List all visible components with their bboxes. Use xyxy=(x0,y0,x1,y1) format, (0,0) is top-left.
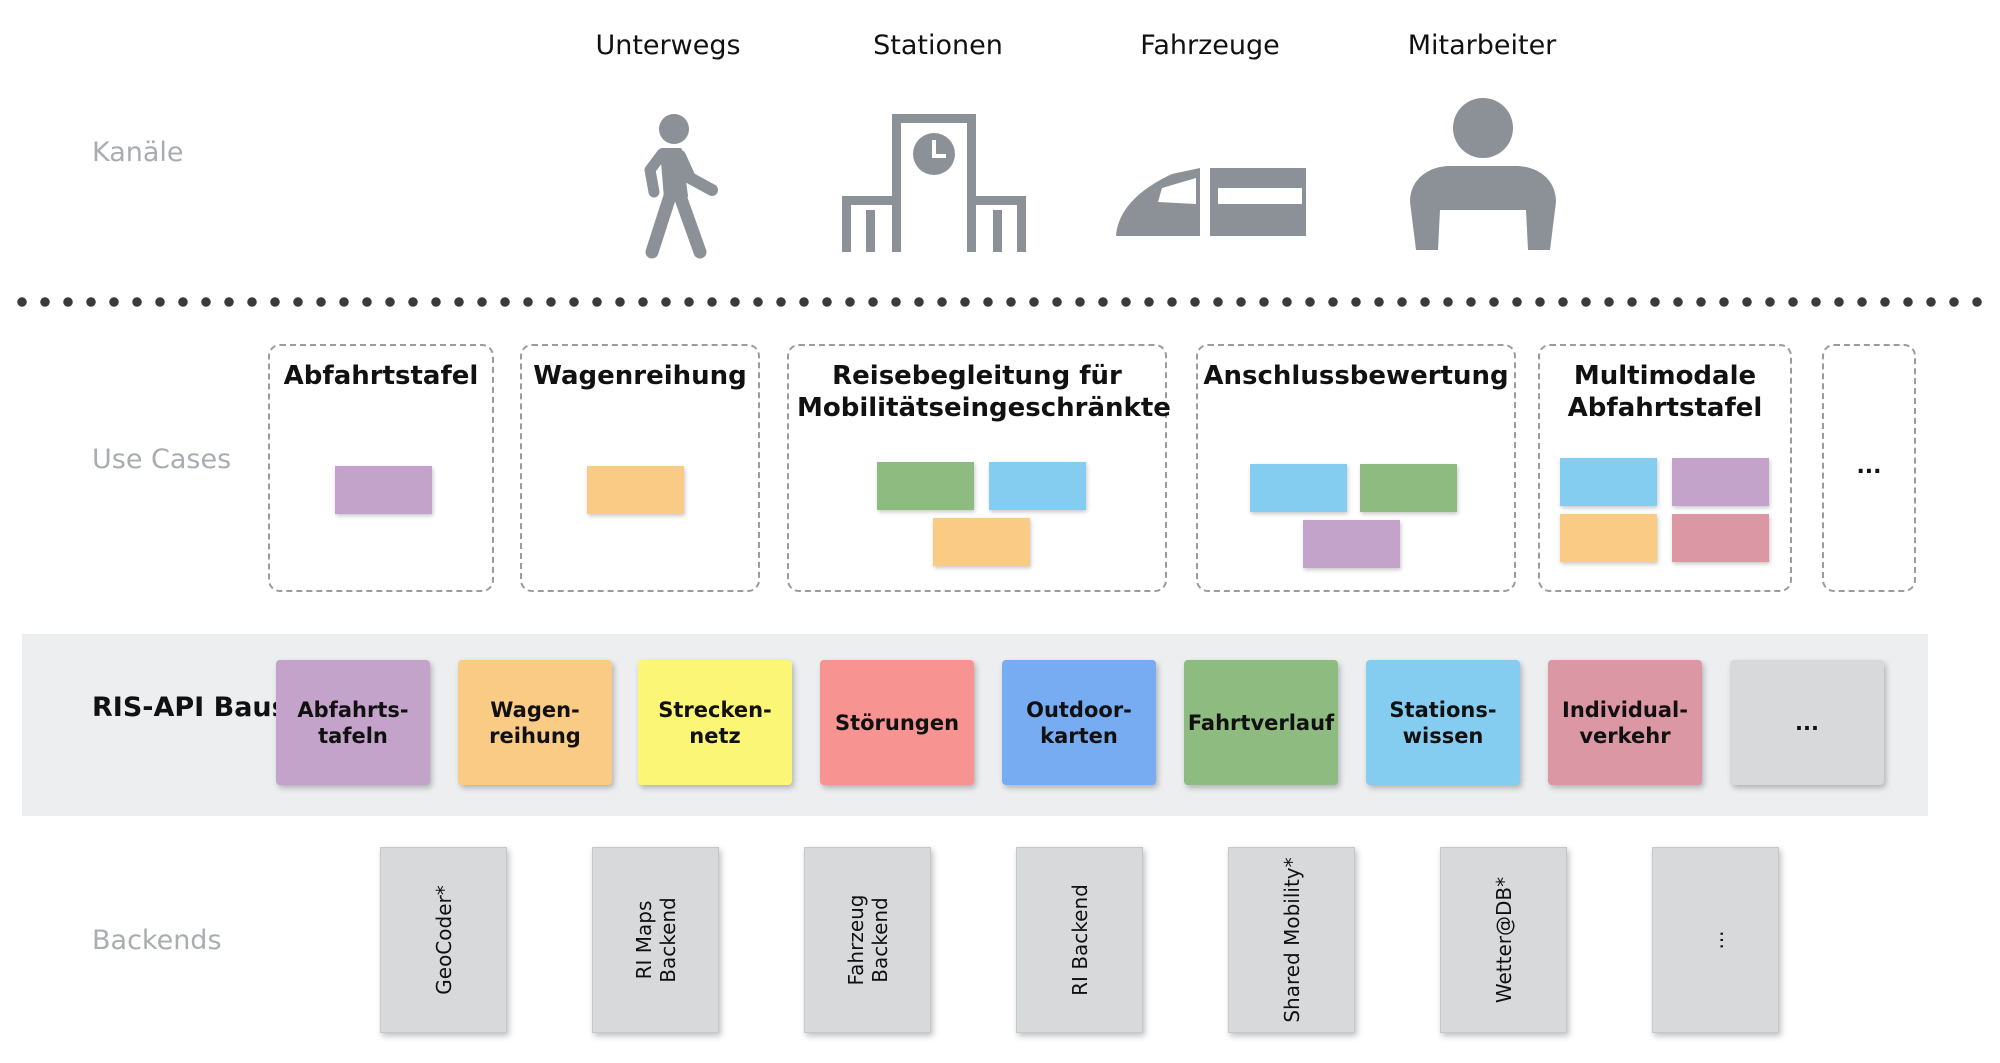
sticky-note xyxy=(1360,464,1457,512)
sticky-note xyxy=(1672,458,1769,506)
channel-label: Unterwegs xyxy=(595,30,741,61)
backend-card[interactable]: GeoCoder* xyxy=(380,847,507,1033)
api-block[interactable]: Fahrtverlauf xyxy=(1184,660,1338,785)
api-block[interactable]: Wagen- reihung xyxy=(458,660,612,785)
api-block-label: Strecken- netz xyxy=(658,697,772,748)
api-block-label: Abfahrts- tafeln xyxy=(297,697,409,748)
row-label-backends: Backends xyxy=(92,925,222,956)
backend-label: ... xyxy=(1703,930,1728,950)
sticky-note xyxy=(989,462,1086,510)
use-case-title: Wagenreihung xyxy=(533,361,747,391)
sticky-note xyxy=(877,462,974,510)
person-icon xyxy=(1410,98,1556,250)
use-case-title: Anschlussbewertung xyxy=(1203,361,1509,391)
backend-card[interactable]: Shared Mobility* xyxy=(1228,847,1355,1033)
api-block-label: Störungen xyxy=(834,710,960,735)
more-indicator: ... xyxy=(1856,454,1882,479)
backend-card[interactable]: RI Maps Backend xyxy=(592,847,719,1033)
sticky-note xyxy=(1303,520,1400,568)
backend-label: Wetter@DB* xyxy=(1491,876,1516,1004)
use-case-reisebegleitung[interactable]: Reisebegleitung für Mobilitätseingeschrä… xyxy=(787,344,1171,592)
api-block[interactable]: Störungen xyxy=(820,660,974,785)
backend-label: RI Maps Backend xyxy=(631,897,680,983)
use-case-abfahrtstafel[interactable]: Abfahrtstafel xyxy=(268,344,494,592)
backend-label: Shared Mobility* xyxy=(1279,857,1304,1023)
backend-card[interactable]: Wetter@DB* xyxy=(1440,847,1567,1033)
sticky-note xyxy=(1560,514,1657,562)
channel-label: Stationen xyxy=(873,30,1003,61)
row-label-channels: Kanäle xyxy=(92,137,184,168)
api-block-label: Outdoor- karten xyxy=(1026,697,1132,748)
station-clock-icon xyxy=(842,114,1026,252)
sticky-note xyxy=(335,466,432,514)
sticky-note xyxy=(587,466,684,514)
backend-card[interactable]: Fahrzeug Backend xyxy=(804,847,931,1033)
use-case-title: Reisebegleitung für Mobilitätseingeschrä… xyxy=(797,361,1171,423)
train-icon xyxy=(1112,168,1306,236)
channel-label: Mitarbeiter xyxy=(1407,30,1557,61)
api-block-label: Wagen- reihung xyxy=(489,697,581,748)
api-block-label: Stations- wissen xyxy=(1389,697,1497,748)
api-block[interactable]: ... xyxy=(1730,660,1884,785)
api-block[interactable]: Strecken- netz xyxy=(638,660,792,785)
backend-card[interactable]: ... xyxy=(1652,847,1779,1033)
channel-label: Fahrzeuge xyxy=(1140,30,1280,61)
api-block[interactable]: Stations- wissen xyxy=(1366,660,1520,785)
api-block[interactable]: Abfahrts- tafeln xyxy=(276,660,430,785)
sticky-note xyxy=(1250,464,1347,512)
row-label-use-cases: Use Cases xyxy=(92,444,232,475)
api-block-label: Fahrtverlauf xyxy=(1187,710,1335,735)
use-case-multimodale-abfahrtstafel[interactable]: Multimodale Abfahrtstafel xyxy=(1538,344,1792,592)
walking-person-icon xyxy=(622,112,718,260)
backend-label: GeoCoder* xyxy=(431,885,456,995)
backend-label: RI Backend xyxy=(1067,884,1092,996)
use-case-wagenreihung[interactable]: Wagenreihung xyxy=(520,344,760,592)
dotted-separator xyxy=(16,296,1986,308)
use-case-anschlussbewertung[interactable]: Anschlussbewertung xyxy=(1196,344,1516,592)
use-case-more[interactable]: ... xyxy=(1822,344,1916,592)
api-block[interactable]: Individual- verkehr xyxy=(1548,660,1702,785)
sticky-note xyxy=(1672,514,1769,562)
api-block-label: ... xyxy=(1795,710,1819,735)
use-case-title: Abfahrtstafel xyxy=(283,361,479,391)
sticky-note xyxy=(933,518,1030,566)
api-block[interactable]: Outdoor- karten xyxy=(1002,660,1156,785)
backend-card[interactable]: RI Backend xyxy=(1016,847,1143,1033)
sticky-note xyxy=(1560,458,1657,506)
backend-label: Fahrzeug Backend xyxy=(843,894,892,986)
api-block-label: Individual- verkehr xyxy=(1562,697,1688,748)
use-case-title: Multimodale Abfahrtstafel xyxy=(1567,361,1763,423)
